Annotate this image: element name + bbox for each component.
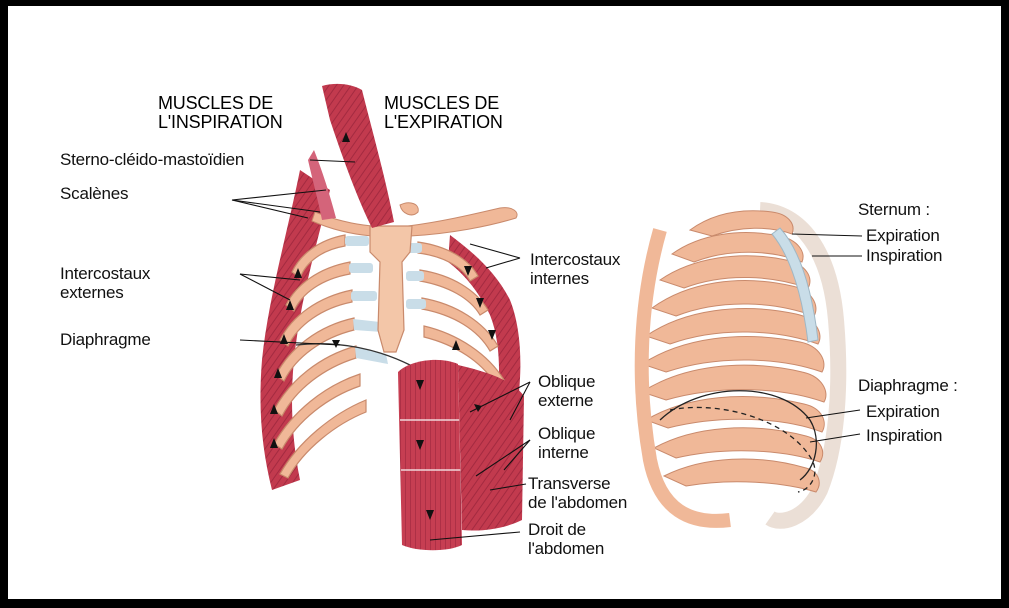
label-droit-line2: l'abdomen [528,539,604,558]
left-clavicle [312,212,372,236]
label-sterno-cleido-mastoidien: Sterno-cléido-mastoïdien [60,150,244,169]
header-expiration: MUSCLES DE L'EXPIRATION [384,94,503,132]
label-transverse-line2: de l'abdomen [528,493,627,512]
header-expiration-line1: MUSCLES DE [384,94,503,113]
sternum [370,226,412,352]
label-oblique-interne-line2: interne [538,443,595,462]
rectus-abdominis-muscle [398,360,462,550]
label-diaphragme-expiration: Expiration [866,402,940,421]
label-transverse-abdomen: Transverse de l'abdomen [528,474,627,512]
label-oblique-externe: Oblique externe [538,372,595,410]
label-oblique-interne-line1: Oblique [538,424,595,443]
label-sternum-inspiration: Inspiration [866,246,942,265]
label-diaphragme: Diaphragme [60,330,151,349]
label-diaphragme-inspiration: Inspiration [866,426,942,445]
header-inspiration-line2: L'INSPIRATION [158,113,283,132]
label-ic-externes-line2: externes [60,283,150,302]
scapula-top [400,203,418,215]
label-sternum-expiration: Expiration [866,226,940,245]
label-sternum-title: Sternum : [858,200,930,219]
header-inspiration: MUSCLES DE L'INSPIRATION [158,94,283,132]
label-diaphragme-title: Diaphragme : [858,376,958,395]
label-intercostaux-internes: Intercostaux internes [530,250,620,288]
label-oblique-interne: Oblique interne [538,424,595,462]
label-ic-internes-line1: Intercostaux [530,250,620,269]
label-ic-internes-line2: internes [530,269,620,288]
side-ribs [642,211,826,492]
label-scalenes: Scalènes [60,184,128,203]
label-intercostaux-externes: Intercostaux externes [60,264,150,302]
header-expiration-line2: L'EXPIRATION [384,113,503,132]
label-droit-line1: Droit de [528,520,604,539]
label-oblique-externe-line2: externe [538,391,595,410]
header-inspiration-line1: MUSCLES DE [158,94,283,113]
label-transverse-line1: Transverse [528,474,627,493]
label-oblique-externe-line1: Oblique [538,372,595,391]
label-ic-externes-line1: Intercostaux [60,264,150,283]
label-droit-abdomen: Droit de l'abdomen [528,520,604,558]
right-clavicle [408,208,517,236]
